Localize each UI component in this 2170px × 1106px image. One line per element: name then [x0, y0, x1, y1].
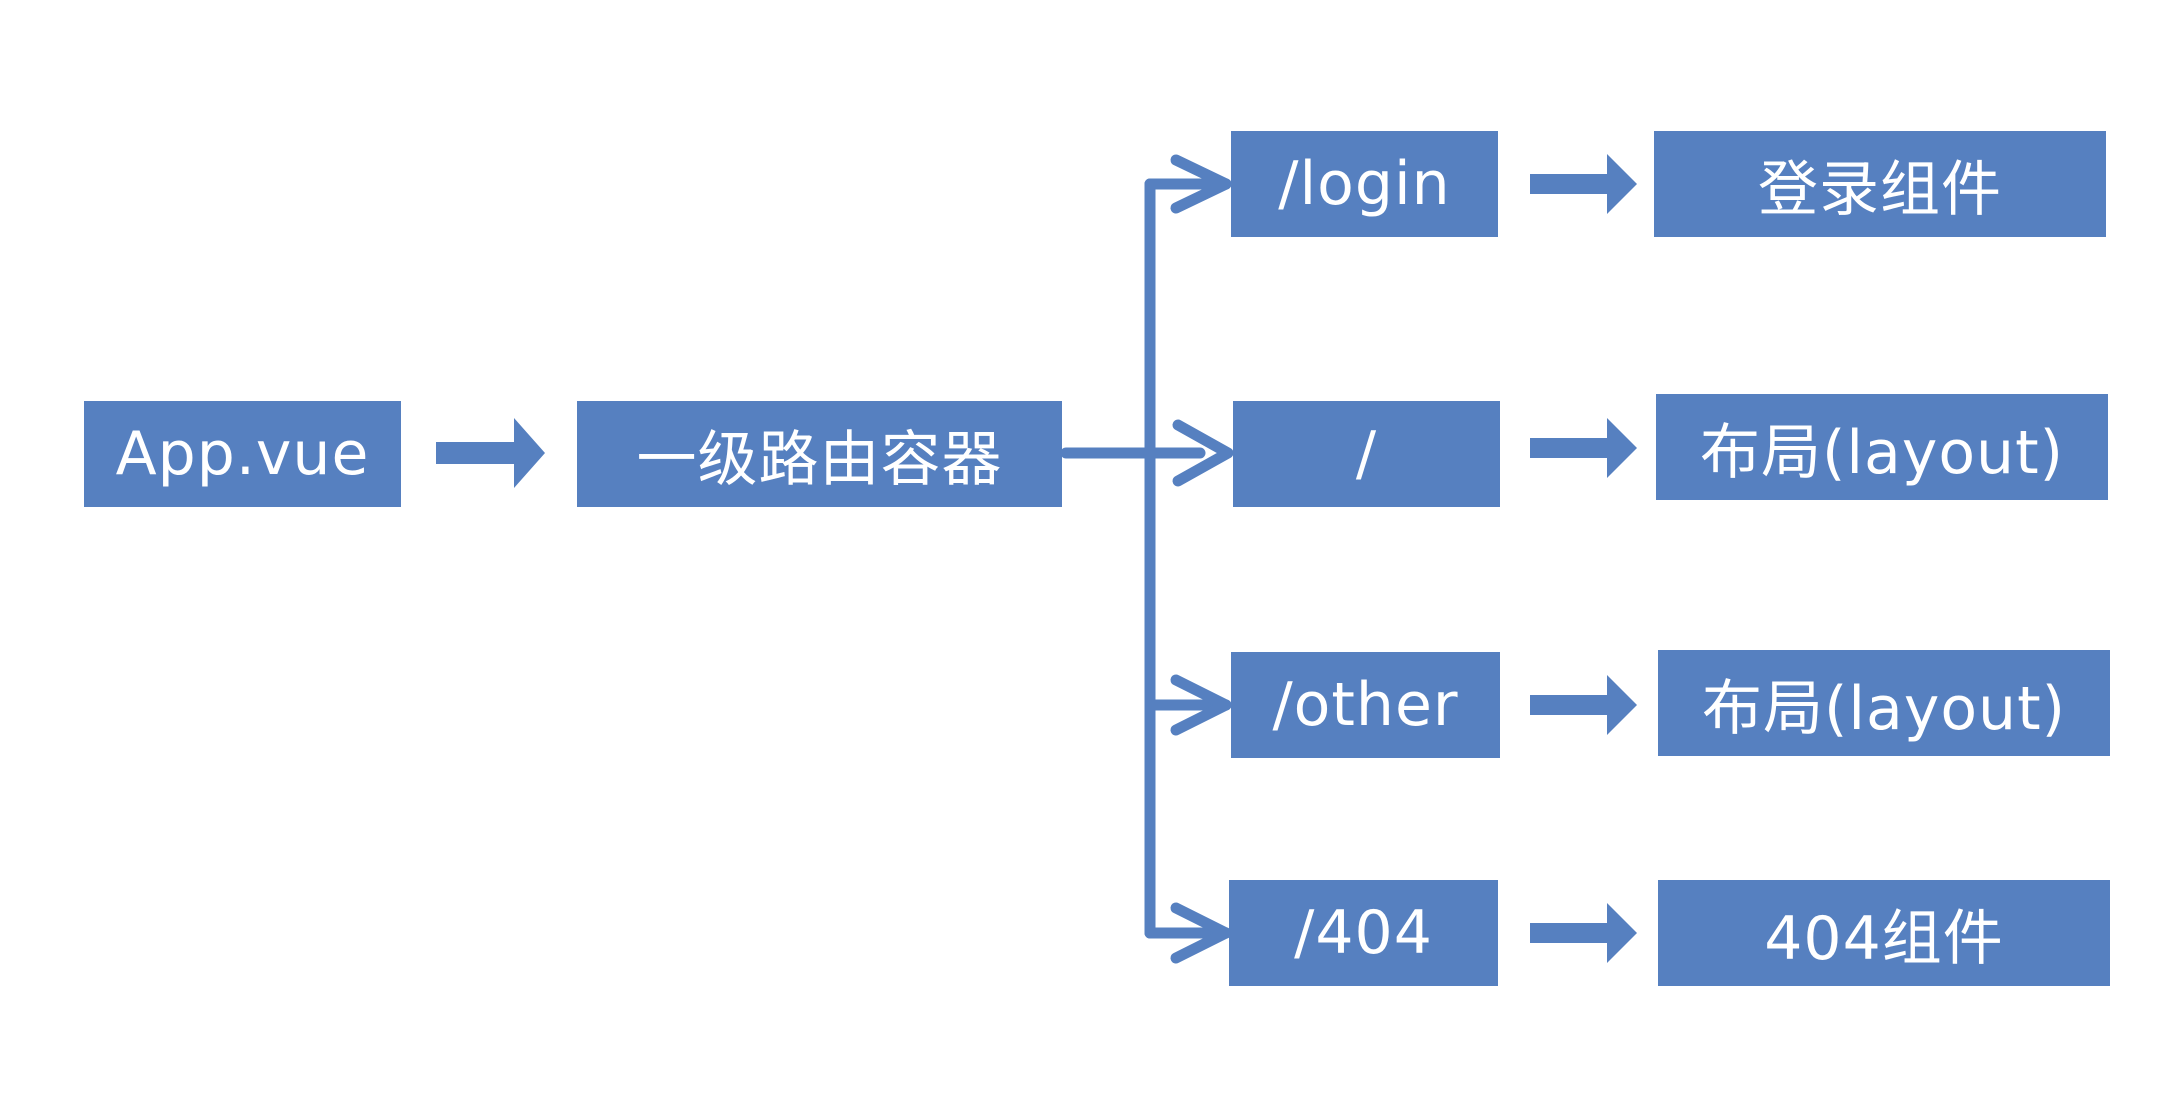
arrowhead-404 — [1170, 902, 1232, 964]
node-component-404: 404组件 — [1658, 880, 2110, 986]
node-component-layout-root: 布局(layout) — [1656, 394, 2108, 500]
node-component-layout-other: 布局(layout) — [1658, 650, 2110, 756]
arrowhead-login — [1170, 154, 1232, 214]
node-app-vue-label: App.vue — [115, 419, 370, 489]
block-arrow-other-to-component — [1530, 675, 1637, 735]
node-route-root: / — [1233, 401, 1500, 507]
node-app-vue: App.vue — [84, 401, 401, 507]
block-arrow-login-to-component — [1530, 154, 1637, 214]
block-arrow-root-to-container — [436, 418, 545, 488]
component-label: 布局(layout) — [1701, 673, 2067, 744]
route-path-label: /404 — [1294, 898, 1433, 968]
block-arrow-404-to-component — [1530, 903, 1637, 963]
route-path-label: / — [1355, 419, 1378, 489]
block-arrow-root-to-component — [1530, 418, 1637, 478]
route-path-label: /other — [1272, 670, 1459, 740]
node-route-404: /404 — [1229, 880, 1498, 986]
component-label: 布局(layout) — [1699, 417, 2065, 488]
component-label: 登录组件 — [1758, 154, 2002, 225]
arrowhead-root-route — [1172, 419, 1234, 487]
arrowhead-other — [1170, 674, 1232, 736]
node-route-login: /login — [1231, 131, 1498, 237]
node-component-login: 登录组件 — [1654, 131, 2106, 237]
node-route-container: 一级路由容器 — [577, 401, 1062, 507]
node-route-container-label: 一级路由容器 — [636, 424, 1003, 495]
route-path-label: /login — [1278, 149, 1451, 219]
node-route-other: /other — [1231, 652, 1500, 758]
component-label: 404组件 — [1764, 903, 2004, 974]
